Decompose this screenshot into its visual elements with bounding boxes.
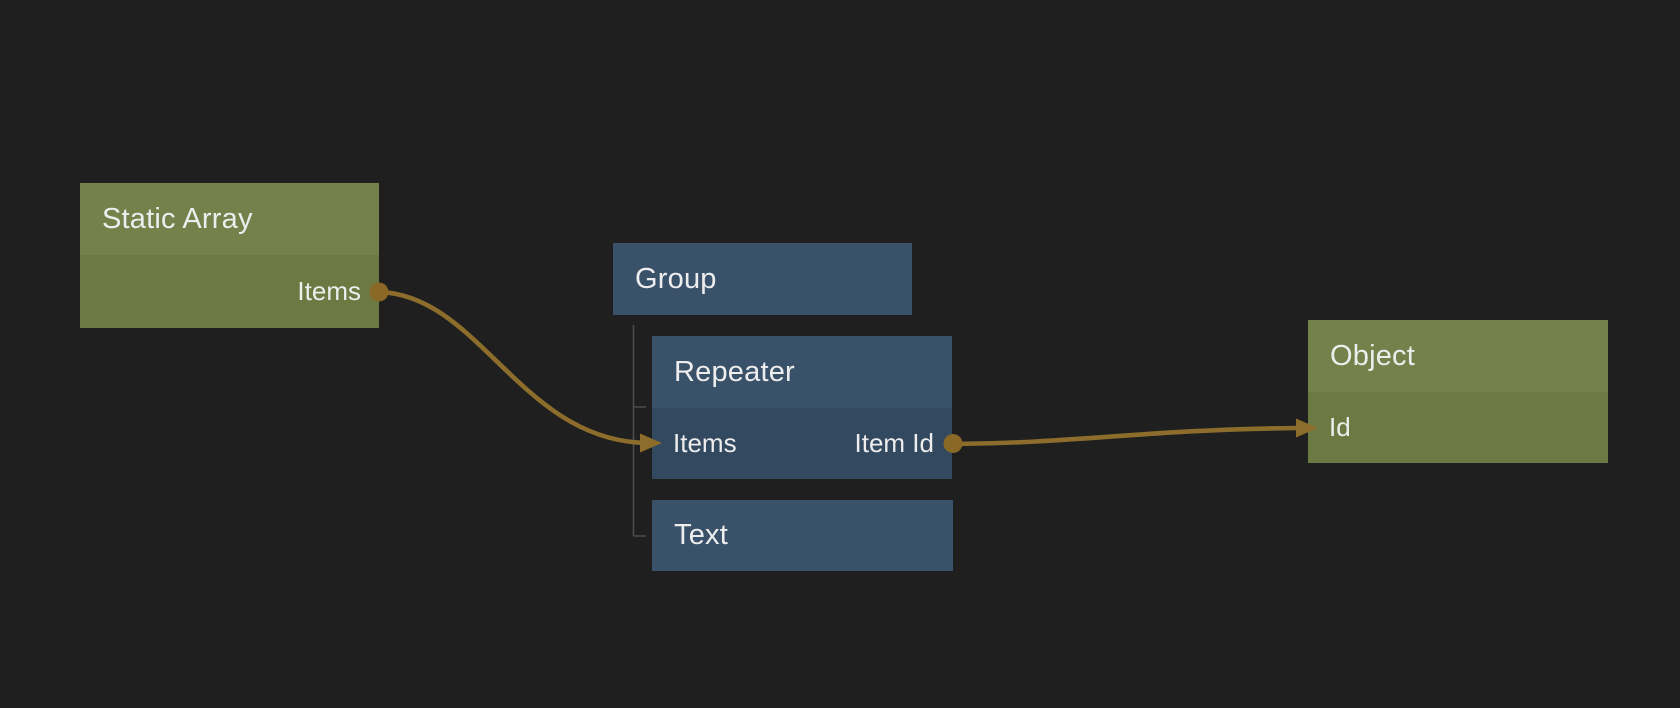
wire-path[interactable] [950, 425, 1299, 447]
output-label-item-id: Item Id [854, 428, 934, 458]
node-repeater[interactable]: Repeater Items Item Id [652, 336, 952, 479]
node-repeater-items-row[interactable]: Items Item Id [652, 408, 952, 479]
node-object-header[interactable]: Object [1308, 320, 1608, 392]
wire-static-array-items-to-repeater-items[interactable] [376, 289, 662, 453]
node-group-header[interactable]: Group [613, 243, 912, 315]
wire-path[interactable] [376, 289, 649, 446]
output-label-items: Items [297, 276, 361, 306]
input-label-items: Items [673, 428, 737, 458]
node-text-header[interactable]: Text [652, 500, 953, 571]
node-title: Group [635, 262, 717, 295]
node-text[interactable]: Text [652, 500, 953, 571]
node-title: Static Array [102, 202, 253, 235]
node-object-id-row[interactable]: Id [1308, 392, 1608, 463]
wire-repeater-item-id-to-object-id[interactable] [950, 418, 1318, 447]
node-group[interactable]: Group [613, 243, 912, 315]
group-children-tree-line [632, 325, 646, 537]
input-label-id: Id [1329, 412, 1351, 442]
node-static-array-header[interactable]: Static Array [80, 183, 379, 255]
node-static-array-items-row[interactable]: Items [80, 255, 379, 328]
node-object[interactable]: Object Id [1308, 320, 1608, 463]
node-title: Text [674, 519, 728, 551]
node-repeater-header[interactable]: Repeater [652, 336, 952, 408]
node-title: Repeater [674, 355, 795, 388]
node-title: Object [1330, 339, 1416, 372]
node-static-array[interactable]: Static Array Items [80, 183, 379, 328]
